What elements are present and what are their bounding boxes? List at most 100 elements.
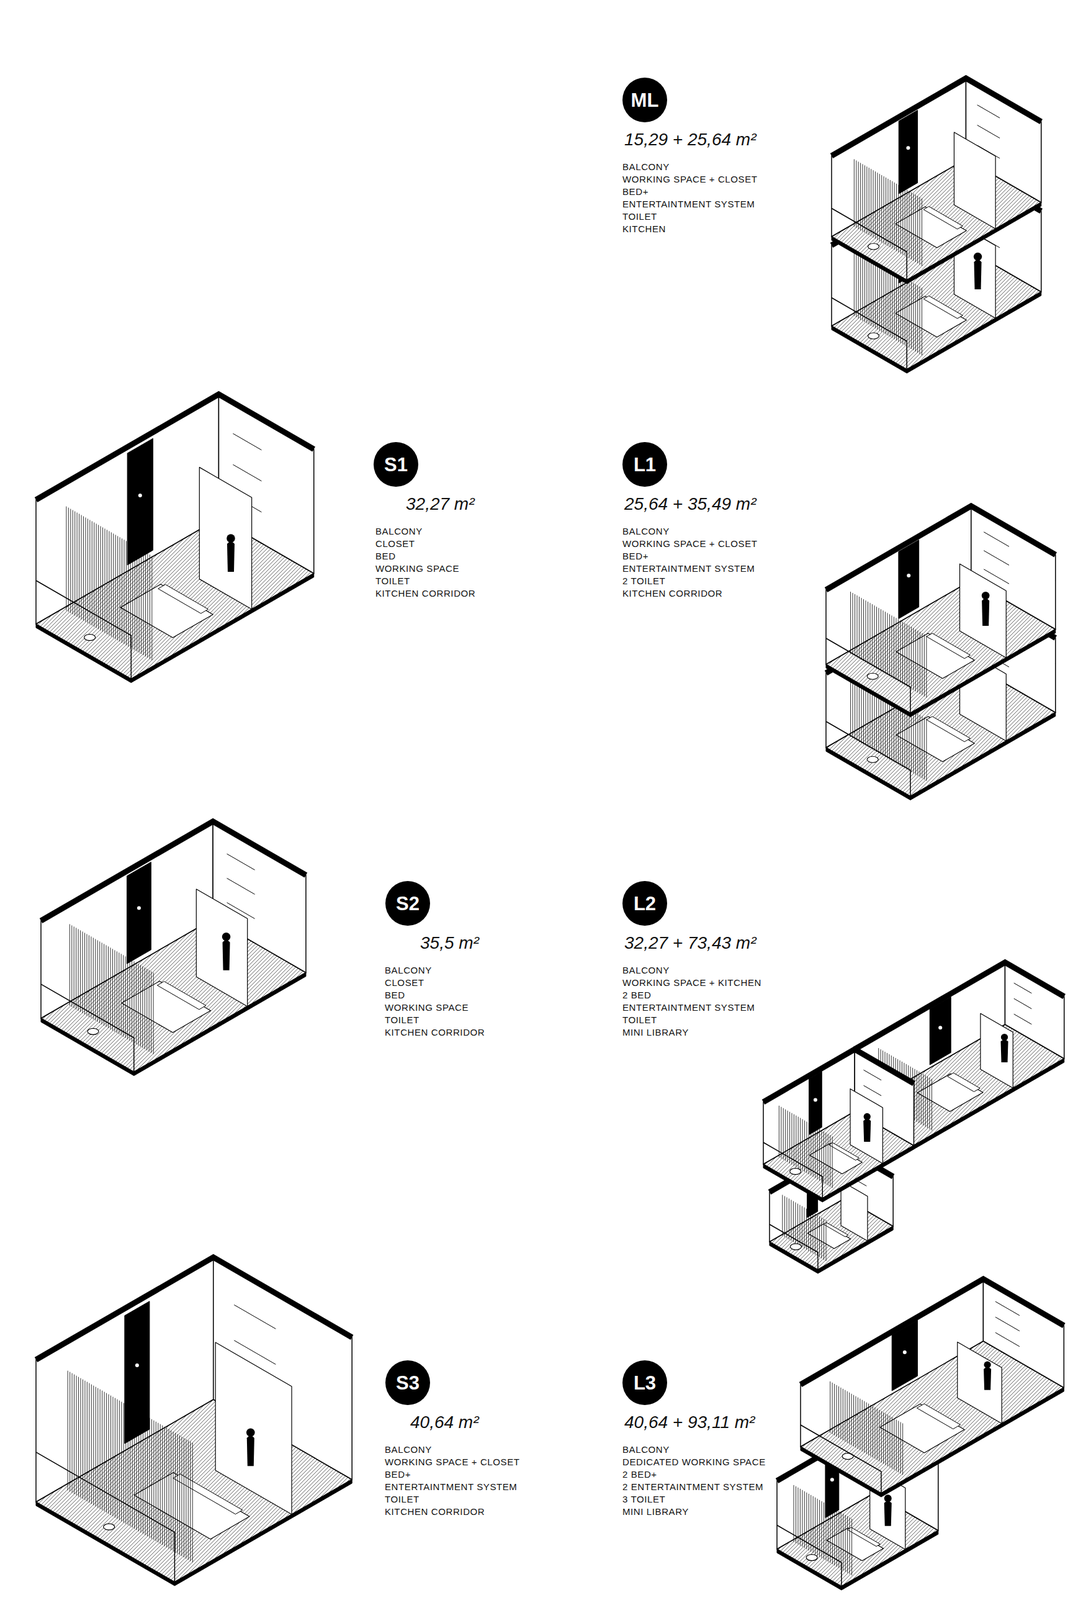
wall-cut [35,394,315,500]
pillow [923,296,963,319]
programme-item: DEDICATED WORKING SPACE [622,1455,766,1468]
curtain [782,1194,827,1261]
unit-code: L3 [633,1372,656,1392]
person-silhouette [884,1499,892,1525]
programme-item: 2 BED [622,988,651,1002]
partition [960,563,1007,658]
pillow [923,206,963,230]
person-silhouette [222,939,231,970]
curtain [69,923,154,1054]
shelf [983,531,1010,547]
room [35,394,315,683]
shelf [227,877,256,894]
wall-cut [40,821,306,921]
programme-item: CLOSET [375,537,416,550]
panel-dot [906,145,910,150]
bed [917,1073,984,1111]
shelf [863,1084,882,1096]
panel-dot [135,1362,140,1367]
shelf [1014,997,1033,1009]
area-figure: 32,27 m² [405,493,475,514]
programme-item: BALCONY [622,963,670,977]
tv-panel [898,110,918,195]
bed [895,296,967,337]
balustrade [769,1223,894,1270]
room [854,961,1065,1149]
unit-badge: S1 [373,441,419,487]
shelf [1014,982,1033,993]
panel-dot [137,905,141,910]
person-head [981,591,990,600]
bed [895,206,967,248]
unit-badge: L1 [622,441,668,487]
unit-code: S1 [384,454,408,475]
unit-axonometric [763,961,1065,1273]
person-head [863,1112,871,1120]
programme-item: ENTERTAINTMENT SYSTEM [622,562,755,575]
programme-item: KITCHEN CORRIDOR [384,1025,485,1039]
programme-item: MINI LIBRARY [622,1504,689,1518]
area-figure: 40,64 + 93,11 m² [624,1411,755,1432]
tv-panel [124,1300,150,1443]
balustrade [35,1451,352,1582]
person-silhouette [246,1434,255,1466]
shelf [1014,1013,1033,1024]
partition [980,1012,1013,1088]
programme-item: BALCONY [384,963,432,977]
area-figure: 32,27 + 73,43 m² [624,932,756,953]
programme-item: 2 ENTERTAINTMENT SYSTEM [622,1480,764,1493]
pillow [823,1221,849,1237]
pillow [916,1403,961,1429]
programme-item: BALCONY [622,160,670,174]
balcony-chair [790,1167,802,1175]
partition [953,132,996,229]
programme-item: KITCHEN [622,222,666,236]
unit-axonometric [831,78,1042,373]
balcony-chair [866,755,879,763]
balustrade [831,202,1042,280]
unit-badge: L3 [622,1359,668,1405]
balcony-chair [84,634,96,641]
room [826,505,1056,717]
shelf [977,104,1000,118]
programme-item: BED [384,988,406,1002]
curtain [850,591,927,698]
person-silhouette [974,259,982,290]
programme-item: 3 TOILET [622,1492,666,1505]
pillow [847,1526,880,1546]
programme-item: ENTERTAINTMENT SYSTEM [384,1480,517,1493]
balcony-chair [806,1553,818,1561]
bed [120,583,213,638]
person-head [222,932,231,941]
curtain [853,159,922,267]
partition [215,1341,292,1514]
area-figure: 15,29 + 25,64 m² [624,129,756,150]
person-head [884,1493,892,1502]
unit-badge: ML [622,77,668,123]
unit-axonometric [776,1278,1064,1590]
balcony-chair [790,1243,802,1250]
curtain [830,1380,903,1475]
room [831,78,1042,284]
programme-item: MINI LIBRARY [622,1025,689,1039]
person-silhouette [227,541,235,572]
panel-dot [813,1097,818,1102]
programme-item: BED+ [622,185,649,198]
programme-item: WORKING SPACE + CLOSET [384,1455,521,1468]
balustrade [800,1387,1064,1493]
partition [199,467,252,610]
programme-item: WORKING SPACE [375,562,460,575]
shelf [995,1331,1020,1347]
person-head [246,1427,256,1437]
person-silhouette [983,1366,992,1390]
programme-item: CLOSET [384,976,425,989]
person-head [984,1360,992,1368]
curtain [793,1484,853,1576]
wall-cut [35,1256,352,1360]
area-figure: 35,5 m² [420,932,480,953]
curtain [66,506,153,661]
partition [840,1180,868,1241]
bed [896,716,975,762]
panel-dot [830,1477,835,1481]
